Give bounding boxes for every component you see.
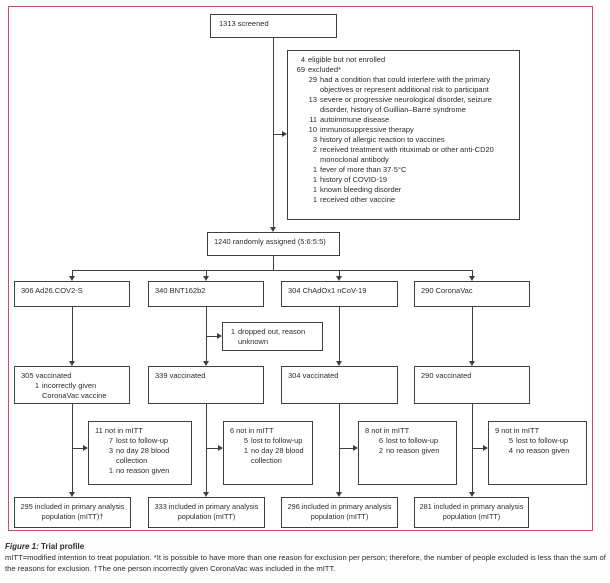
- box-vaccinated-chadox1: 304 vaccinated: [281, 366, 398, 404]
- connector-line: [273, 38, 274, 227]
- connector-line: [339, 448, 354, 449]
- arrow-right-icon: [483, 445, 488, 451]
- arrow-right-icon: [83, 445, 88, 451]
- arrow-down-icon: [469, 361, 475, 366]
- connector-line: [72, 270, 73, 277]
- caption-label: Figure 1:: [5, 542, 39, 551]
- arrow-down-icon: [203, 276, 209, 281]
- box-allocation-bnt162b2: 340 BNT162b2: [148, 281, 264, 307]
- arrow-right-icon: [218, 445, 223, 451]
- connector-line: [206, 270, 207, 277]
- screened-label: 1313 screened: [219, 19, 269, 28]
- figure-caption: Figure 1: Trial profile mITT=modified in…: [5, 542, 607, 574]
- box-primary-ad26: 295 included in primary analysis populat…: [14, 497, 131, 528]
- box-randomized: 1240 randomly assigned (5:6:5:5): [207, 232, 340, 256]
- connector-line: [339, 270, 340, 277]
- connector-line: [206, 336, 218, 337]
- connector-line: [206, 307, 207, 361]
- arrow-down-icon: [336, 492, 342, 497]
- connector-line: [274, 134, 282, 135]
- caption-body: mITT=modified intention to treat populat…: [5, 553, 606, 573]
- box-allocation-ad26: 306 Ad26.COV2-S: [14, 281, 130, 307]
- connector-line: [72, 270, 472, 271]
- connector-line: [273, 256, 274, 270]
- arrow-down-icon: [69, 276, 75, 281]
- box-allocation-chadox1: 304 ChAdOx1 nCoV-19: [281, 281, 398, 307]
- connector-line: [72, 307, 73, 361]
- arrow-down-icon: [469, 492, 475, 497]
- box-vaccinated-coronavac: 290 vaccinated: [414, 366, 530, 404]
- connector-line: [472, 270, 473, 277]
- arrow-down-icon: [69, 492, 75, 497]
- arrow-down-icon: [469, 276, 475, 281]
- connector-line: [472, 448, 484, 449]
- arrow-down-icon: [336, 276, 342, 281]
- box-screened: 1313 screened: [210, 14, 337, 38]
- arrow-right-icon: [217, 333, 222, 339]
- randomized-label: 1240 randomly assigned (5:6:5:5): [214, 237, 326, 246]
- arrow-down-icon: [270, 227, 276, 232]
- caption-title: Figure 1: Trial profile: [5, 542, 85, 551]
- arrow-down-icon: [203, 361, 209, 366]
- box-primary-bnt162b2: 333 included in primary analysis populat…: [148, 497, 265, 528]
- box-vaccinated-bnt162b2: 339 vaccinated: [148, 366, 264, 404]
- connector-line: [339, 307, 340, 361]
- arrow-down-icon: [69, 361, 75, 366]
- box-allocation-coronavac: 290 CoronaVac: [414, 281, 530, 307]
- arrow-right-icon: [353, 445, 358, 451]
- arrow-down-icon: [203, 492, 209, 497]
- connector-line: [206, 448, 219, 449]
- arrow-right-icon: [282, 131, 287, 137]
- connector-line: [72, 448, 84, 449]
- box-primary-coronavac: 281 included in primary analysis populat…: [414, 497, 529, 528]
- arrow-down-icon: [336, 361, 342, 366]
- box-primary-chadox1: 296 included in primary analysis populat…: [281, 497, 398, 528]
- connector-line: [472, 307, 473, 361]
